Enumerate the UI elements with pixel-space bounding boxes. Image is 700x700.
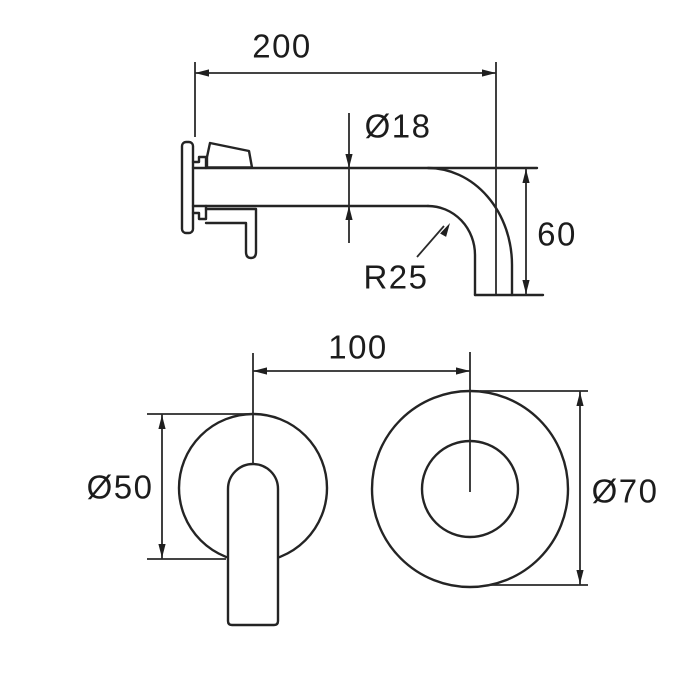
dim-100-arrow-right: [456, 367, 470, 375]
dim-18-arrow-top: [345, 154, 353, 168]
lower-collar-step: [191, 204, 208, 221]
valve-body-bracket: [204, 207, 258, 260]
dim-spout-plate-diameter-label: Ø70: [591, 472, 659, 510]
dim-bend-radius-label: R25: [363, 258, 429, 296]
dim-outlet-drop-label: 60: [537, 215, 577, 253]
dim-100-arrow-left: [253, 367, 267, 375]
dim-handle-plate-diameter-label: Ø50: [86, 468, 154, 506]
lever-handle-side: [205, 141, 254, 169]
dim-r25-arrow: [440, 223, 450, 237]
dim-50-arrow-bottom: [158, 544, 166, 558]
side-view: [180, 140, 545, 297]
dim-200-arrow-right: [482, 69, 496, 77]
dim-spout-length-label: 200: [252, 27, 312, 65]
dim-70-arrow-top: [576, 392, 584, 406]
dim-r25-leader: [416, 225, 445, 258]
dim-70-arrow-bottom: [576, 570, 584, 584]
dim-50-arrow-top: [158, 415, 166, 429]
dim-200-arrow-left: [195, 69, 209, 77]
spout-outer-bend: [426, 166, 514, 297]
spout-inner-bend: [426, 204, 477, 297]
dim-centre-spacing-label: 100: [328, 328, 388, 366]
wall-plate-side: [180, 140, 195, 235]
dim-60-arrow-top: [522, 169, 530, 183]
lever-handle-front: [226, 462, 280, 627]
upper-collar-step: [191, 155, 208, 170]
dim-spout-diameter-label: Ø18: [364, 107, 432, 145]
side-view-dimensions: [194, 62, 530, 295]
dim-18-arrow-bottom: [345, 206, 353, 220]
front-view: [177, 352, 570, 627]
front-view-dimensions: [147, 367, 588, 586]
dim-60-arrow-bottom: [522, 280, 530, 294]
